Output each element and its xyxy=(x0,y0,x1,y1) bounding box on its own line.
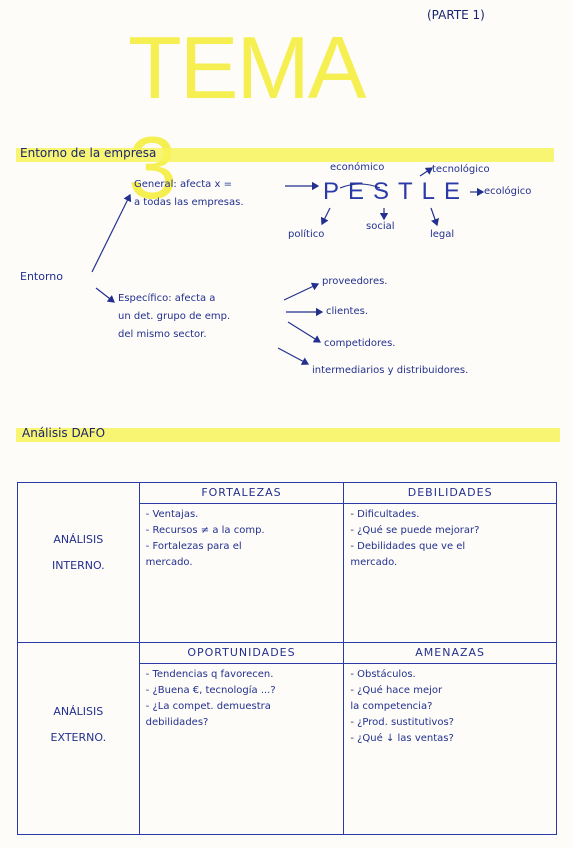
section-heading-entorno: Entorno de la empresa xyxy=(20,146,157,160)
cell-fortalezas: FORTALEZAS - Ventajas. - Recursos ≠ a la… xyxy=(138,482,345,643)
list-item: - ¿Qué se puede mejorar? xyxy=(350,525,480,536)
pestle-acronym: PESTLE xyxy=(323,178,470,205)
especifico-line-2: un det. grupo de emp. xyxy=(118,311,231,322)
list-item: - Obstáculos. xyxy=(350,669,416,680)
row-label-interno-line2: INTERNO. xyxy=(51,559,105,572)
row-label-externo-line1: ANÁLISIS xyxy=(53,705,104,718)
page-title: TEMA 3 xyxy=(128,18,362,217)
general-line-2: a todas las empresas. xyxy=(134,197,244,208)
highlight-bar xyxy=(16,428,560,442)
list-item: debilidades? xyxy=(145,717,209,728)
header-debilidades: DEBILIDADES xyxy=(344,483,556,504)
entorno-root: Entorno xyxy=(20,270,63,283)
highlight-bar xyxy=(16,148,554,162)
list-item: - Tendencias q favorecen. xyxy=(145,669,274,680)
list-item: la competencia? xyxy=(350,701,433,712)
list-item: - ¿Buena €, tecnología ...? xyxy=(145,685,276,696)
cell-oportunidades: OPORTUNIDADES - Tendencias q favorecen. … xyxy=(138,642,345,835)
especifico-line-1: Específico: afecta a xyxy=(118,293,216,304)
especifico-item-3: competidores. xyxy=(324,338,396,349)
pestle-ecologico: ecológico xyxy=(484,186,532,197)
pestle-politico: político xyxy=(288,229,325,240)
list-item: - ¿Prod. sustitutivos? xyxy=(350,717,454,728)
list-item: - Debilidades que ve el xyxy=(350,541,466,552)
list-item: - Fortalezas para el xyxy=(145,541,242,552)
list-item: mercado. xyxy=(350,557,398,568)
row-label-interno: ANÁLISIS INTERNO. xyxy=(17,482,140,643)
pestle-social: social xyxy=(366,221,395,232)
list-item: - ¿Qué ↓ las ventas? xyxy=(350,733,454,744)
header-fortalezas: FORTALEZAS xyxy=(139,483,344,504)
especifico-item-2: clientes. xyxy=(326,306,369,317)
header-amenazas: AMENAZAS xyxy=(344,643,556,664)
especifico-item-1: proveedores. xyxy=(322,276,388,287)
list-item: mercado. xyxy=(145,557,193,568)
list-item: - Ventajas. xyxy=(145,509,199,520)
row-label-interno-line1: ANÁLISIS xyxy=(53,533,104,546)
section-heading-dafo: Análisis DAFO xyxy=(22,426,106,440)
cell-debilidades: DEBILIDADES - Dificultades. - ¿Qué se pu… xyxy=(343,482,557,643)
pestle-tecnologico: tecnológico xyxy=(432,164,490,175)
general-line-1: General: afecta x = xyxy=(134,179,232,190)
dafo-table: ANÁLISIS INTERNO. FORTALEZAS - Ventajas.… xyxy=(17,482,557,835)
row-label-externo: ANÁLISIS EXTERNO. xyxy=(17,642,140,835)
pestle-legal: legal xyxy=(430,229,455,240)
especifico-item-4: intermediarios y distribuidores. xyxy=(312,365,469,376)
header-oportunidades: OPORTUNIDADES xyxy=(139,643,344,664)
list-item: - ¿La compet. demuestra xyxy=(145,701,271,712)
cell-amenazas: AMENAZAS - Obstáculos. - ¿Qué hace mejor… xyxy=(343,642,557,835)
pestle-economico: económico xyxy=(330,162,385,173)
list-item: - Recursos ≠ a la comp. xyxy=(145,525,265,536)
row-label-externo-line2: EXTERNO. xyxy=(50,731,107,744)
list-item: - ¿Qué hace mejor xyxy=(350,685,443,696)
especifico-line-3: del mismo sector. xyxy=(118,329,207,340)
list-item: - Dificultades. xyxy=(350,509,420,520)
part-label: (PARTE 1) xyxy=(427,8,485,22)
